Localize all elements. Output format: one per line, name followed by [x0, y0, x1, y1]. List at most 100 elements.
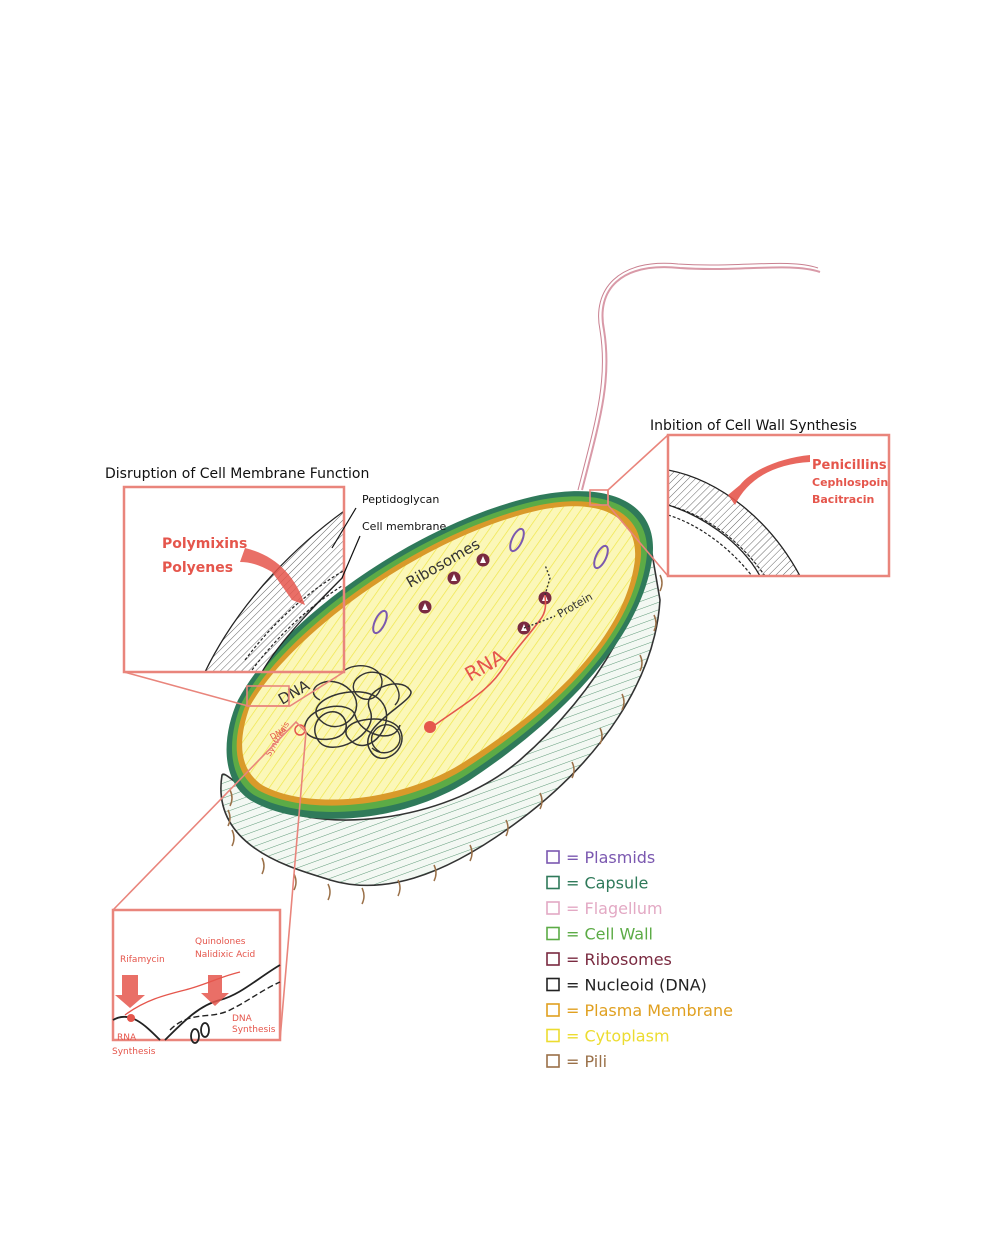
pilus: [397, 879, 401, 897]
wall-bilayer: [668, 514, 753, 576]
legend-label: = Cytoplasm: [566, 1027, 670, 1046]
wall-bilayer: [668, 504, 766, 576]
peptidoglycan-pointer: [331, 507, 357, 549]
pilus: [505, 819, 509, 837]
plasmid: [372, 609, 388, 635]
legend-swatch: [546, 977, 560, 992]
membrane-drug-arrow: [240, 548, 305, 605]
wall-zoom-box: [589, 489, 609, 506]
rna-polymerase: [424, 721, 436, 733]
cell-membrane-label: Cell membrane: [362, 520, 446, 533]
rifamycin-arrow: [115, 975, 145, 1008]
pilus: [539, 792, 543, 810]
wall-callout: Inbition of Cell Wall Synthesis Penicill…: [589, 418, 891, 578]
rna-synthesis-label-2: Synthesis: [112, 1047, 156, 1057]
rna-strand-zoom: [124, 971, 241, 1016]
rifamycin-label: Rifamycin: [120, 955, 165, 965]
dna-helicase: [200, 1022, 210, 1038]
wall-callout-title: Inbition of Cell Wall Synthesis: [650, 418, 857, 434]
pilus: [659, 574, 663, 592]
membrane-bilayer: [244, 569, 344, 661]
legend-item: = Cytoplasm: [546, 1027, 670, 1046]
dna-strand-zoom-2: [169, 981, 281, 1031]
membrane-drug-2: Polyenes: [162, 560, 233, 576]
legend-item: = Ribosomes: [546, 950, 672, 969]
legend-item: = Plasma Membrane: [546, 1001, 733, 1020]
legend-label: = Cell Wall: [566, 925, 653, 944]
pilus: [621, 693, 625, 711]
legend-swatch: [546, 1054, 560, 1068]
rna-polymerase-zoom: [127, 1014, 135, 1022]
protein-chain: [523, 615, 556, 629]
legend-label: = Capsule: [566, 874, 648, 893]
pilus: [571, 761, 575, 779]
pilus: [639, 654, 643, 672]
protein-chain: [544, 564, 551, 596]
legend-label: = Nucleoid (DNA): [566, 976, 707, 995]
rna-synthesis-label-1: RNA: [117, 1033, 137, 1043]
legend-swatch: [546, 1003, 560, 1017]
legend-swatch: [546, 850, 560, 864]
membrane-callout-title: Disruption of Cell Membrane Function: [105, 466, 369, 482]
legend-swatch: [546, 1028, 560, 1043]
quinolones-label: Quinolones: [195, 937, 246, 947]
nucleic-callout-box: [111, 908, 282, 1042]
membrane-drug-1: Polymixins: [162, 536, 247, 552]
membrane-zoom-box: [246, 685, 290, 707]
legend-swatch: [546, 875, 560, 890]
wall-callout-box: [666, 433, 891, 578]
legend-label: = Pili: [566, 1052, 607, 1071]
nucleoid-dna-loops: [344, 665, 401, 754]
cell-membrane-pointer: [341, 535, 361, 579]
legend: = Plasmids = Capsule = Flagellum = Cell Wal…: [546, 848, 733, 1071]
wall-drug-1: Penicillins: [812, 458, 887, 473]
pilus: [361, 887, 365, 905]
pilus: [261, 857, 265, 875]
legend-item: = Nucleoid (DNA): [546, 976, 707, 995]
legend-item: = Pili: [546, 1052, 607, 1071]
legend-swatch: [546, 901, 560, 915]
flagellum: [581, 266, 821, 491]
nucleoid-dna: [304, 680, 412, 759]
pilus: [469, 844, 473, 862]
wall-section: [668, 469, 801, 576]
plasmids: [372, 527, 609, 635]
pili: [227, 574, 663, 905]
nucleic-callout: Rifamycin Quinolones Nalidixic Acid RNA …: [111, 720, 307, 1057]
dna-synthesis-zoom-label-1: DNA: [232, 1014, 253, 1024]
pilus: [653, 614, 657, 632]
legend-item: = Capsule: [546, 874, 648, 893]
nalidixic-label: Nalidixic Acid: [195, 950, 255, 960]
ribosome: [447, 571, 461, 585]
nucleic-callout-connector: [112, 720, 307, 1041]
flagellum-strand: [577, 262, 819, 491]
membrane-wall-section: [204, 510, 344, 672]
legend-label: = Plasma Membrane: [566, 1001, 733, 1020]
pilus: [599, 727, 603, 745]
rna-strand: [431, 594, 547, 728]
legend-item: = Flagellum: [546, 899, 663, 918]
quinolones-arrow: [201, 975, 229, 1006]
peptidoglycan-label: Peptidoglycan: [362, 493, 439, 506]
legend-swatch: [546, 926, 560, 941]
legend-label: = Plasmids: [566, 848, 655, 867]
plasmid: [509, 527, 525, 553]
plasmid: [593, 544, 609, 570]
legend-item: = Cell Wall: [546, 925, 653, 944]
capsule-side: [220, 529, 661, 887]
membrane-callout: Disruption of Cell Membrane Function Pol…: [105, 466, 446, 707]
legend-label: = Flagellum: [566, 899, 663, 918]
pilus: [231, 829, 235, 847]
membrane-callout-box: [122, 485, 346, 674]
pilus: [227, 809, 231, 827]
dna-synthesis-zoom-label-2: Synthesis: [232, 1025, 276, 1035]
wall-drug-arrow: [728, 455, 810, 505]
legend-label: = Ribosomes: [566, 950, 672, 969]
wall-drug-3: Bacitracin: [812, 493, 874, 506]
ribosome: [476, 553, 490, 567]
membrane-bilayer: [251, 584, 344, 671]
pilus: [433, 864, 437, 882]
pilus: [327, 883, 331, 901]
ribosome: [418, 600, 432, 614]
